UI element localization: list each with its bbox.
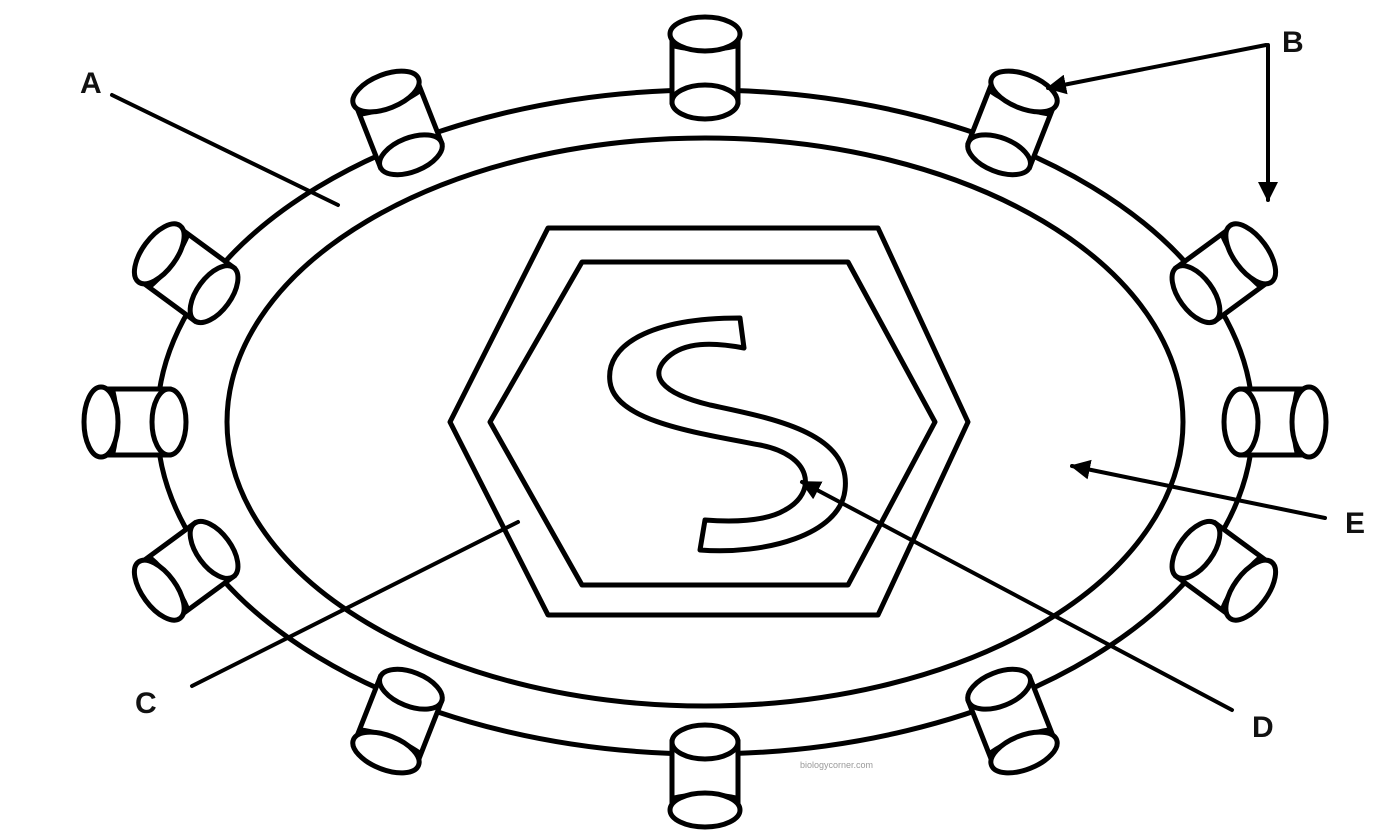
spike: [670, 725, 740, 827]
spike-head: [84, 387, 118, 457]
spike: [1162, 216, 1286, 333]
capsid-outer-hexagon: [450, 228, 968, 615]
spike-base: [672, 85, 738, 119]
label-a: A: [80, 67, 102, 100]
nucleic-acid-strand: [610, 318, 846, 551]
spike: [1162, 512, 1286, 629]
spike-head: [1292, 387, 1326, 457]
leader-line-c: [192, 522, 518, 686]
leader-line-b-upper: [1048, 45, 1266, 88]
watermark: biologycorner.com: [800, 760, 873, 770]
spike-base: [152, 389, 186, 455]
label-e: E: [1345, 507, 1365, 540]
spike: [84, 387, 186, 457]
spike: [125, 512, 249, 629]
leader-line-a: [112, 95, 338, 205]
capsid-inner-hexagon: [490, 262, 935, 585]
spike: [125, 216, 249, 333]
spike-head: [670, 793, 740, 827]
leader-line-e: [1072, 466, 1325, 518]
spike-head: [670, 17, 740, 51]
spike-base: [672, 725, 738, 759]
inner-envelope: [227, 138, 1183, 706]
spike: [1224, 387, 1326, 457]
label-c: C: [135, 687, 157, 720]
label-d: D: [1252, 711, 1274, 744]
spike: [670, 17, 740, 119]
outer-envelope: [157, 90, 1253, 754]
spike-base: [1224, 389, 1258, 455]
label-b: B: [1282, 26, 1304, 59]
